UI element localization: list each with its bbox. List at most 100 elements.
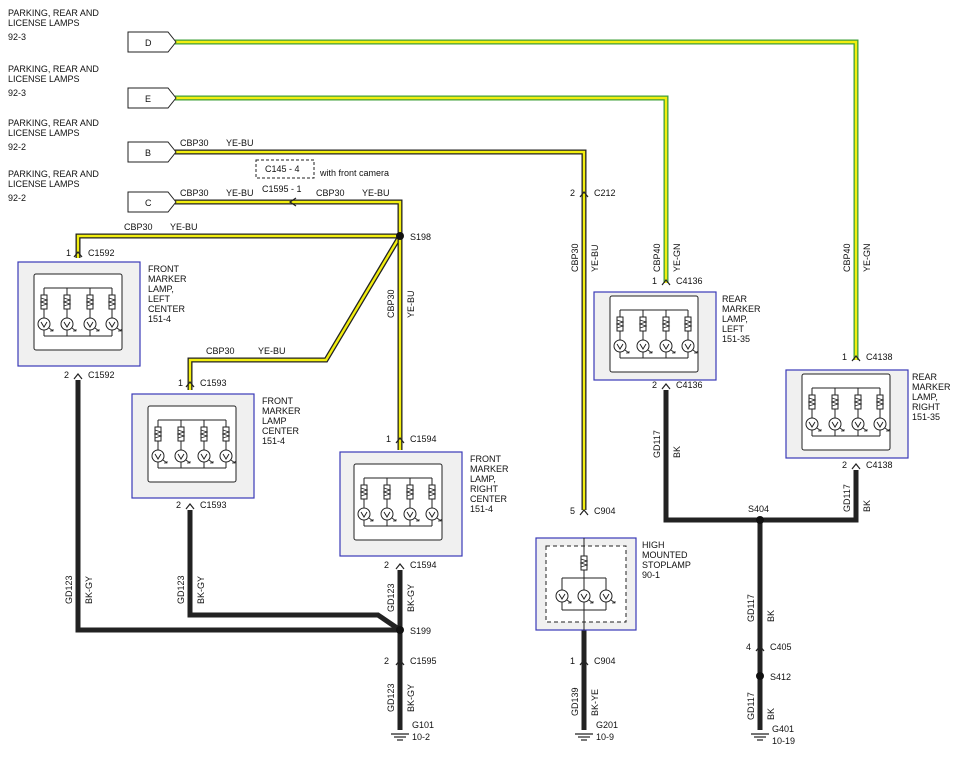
c1594-top-label: C1594 [410,434,437,444]
wire-d-to-rear-right [175,39,859,360]
splice-s404-dot [756,516,764,524]
ref-tag-c[interactable]: C [127,191,177,213]
splice-s412-label: S412 [770,672,791,682]
ref-b-page: 92-2 [8,142,27,152]
ground-g201-page: 10-9 [596,732,614,742]
circuit-gfl-color: BK-GY [84,576,94,604]
ground-g101-icon [390,733,410,741]
hmsl-box[interactable] [535,537,637,631]
ref-c-title: PARKING, REAR AND LICENSE LAMPS [8,169,99,189]
ground-g401-id: G401 [772,724,794,734]
wire-e-to-rear-left [175,95,669,283]
circuit-g101-color: BK-GY [406,684,416,712]
c1593-top-label: C1593 [200,378,227,388]
ref-tag-b-label: B [145,148,151,158]
circuit-c2-color: YE-BU [362,188,390,198]
circuit-gs404-color: BK [766,610,776,622]
c1593-bot-pin: 2 [176,500,181,510]
circuit-g401-id: GD117 [746,692,756,720]
c904-top-pin: 5 [570,506,575,516]
c1594-bot-label: C1594 [410,560,437,570]
c4138-bot-icon [851,463,861,470]
circuit-fr-color: YE-BU [406,290,416,318]
circuit-rr-id: CBP40 [842,243,852,272]
ref-tag-d[interactable]: D [127,31,177,53]
c4136-bot-pin: 2 [652,380,657,390]
c145-label: C145 - 4 [265,164,300,174]
circuit-gfl-id: GD123 [64,575,74,604]
circuit-fl-color: YE-BU [170,222,198,232]
circuit-gfc-color: BK-GY [196,576,206,604]
rear-marker-left-box[interactable] [593,291,717,381]
circuit-grl-id: GD117 [652,430,662,458]
c1592-top-pin: 1 [66,248,71,258]
c1593-top-pin: 1 [178,378,183,388]
front-marker-right-label: FRONT MARKER LAMP, RIGHT CENTER 151-4 [470,454,509,514]
splice-s198-label: S198 [410,232,431,242]
c1592-bot-icon [73,373,83,380]
circuit-g201-color: BK-YE [590,689,600,716]
c145-optional-box [255,159,315,179]
ref-tag-e-label: E [145,94,151,104]
c4138-top-label: C4138 [866,352,893,362]
circuit-b-id: CBP30 [180,138,209,148]
circuit-rr-color: YE-GN [862,243,872,272]
circuit-g401-color: BK [766,708,776,720]
front-marker-left-box[interactable] [17,261,141,367]
splice-s412-dot [756,672,764,680]
circuit-c-color: YE-BU [226,188,254,198]
circuit-gfr-id: GD123 [386,583,396,612]
c904-bot-pin: 1 [570,656,575,666]
circuit-gs404-id: GD117 [746,594,756,622]
splice-s199-dot [396,626,404,634]
front-marker-center-box[interactable] [131,393,255,499]
c4136-bot-label: C4136 [676,380,703,390]
ref-b-title: PARKING, REAR AND LICENSE LAMPS [8,118,99,138]
ref-tag-e[interactable]: E [127,87,177,109]
wire-front-left-ground [75,380,403,730]
wire-b-to-hmsl [175,149,587,510]
wire-s198-to-front-left [75,233,400,258]
rear-marker-right-box[interactable] [785,369,909,459]
circuit-fr-id: CBP30 [386,289,396,318]
c1594-bot-pin: 2 [384,560,389,570]
c405-pin: 4 [746,642,751,652]
ref-tag-c-label: C [145,198,152,208]
hmsl-label: HIGH MOUNTED STOPLAMP 90-1 [642,540,691,580]
ref-c-page: 92-2 [8,193,27,203]
ground-g101-id: G101 [412,720,434,730]
ref-d-title: PARKING, REAR AND LICENSE LAMPS [8,8,99,28]
ground-g201-icon [574,733,594,741]
c1593-bot-icon [185,503,195,510]
c212-pin: 2 [570,188,575,198]
c405-label: C405 [770,642,792,652]
rear-marker-right-label: REAR MARKER LAMP, RIGHT 151-35 [912,372,951,422]
c904-top-icon [579,509,589,516]
circuit-b-color: YE-BU [226,138,254,148]
front-marker-right-box[interactable] [339,451,463,557]
c4138-bot-label: C4138 [866,460,893,470]
front-marker-center-label: FRONT MARKER LAMP CENTER 151-4 [262,396,301,446]
c1595-1-label: C1595 - 1 [262,184,302,194]
circuit-grr-color: BK [862,500,872,512]
circuit-hmsl-id: CBP30 [570,243,580,272]
circuit-grr-id: GD117 [842,484,852,512]
c1595-label: C1595 [410,656,437,666]
ref-tag-d-label: D [145,38,152,48]
c1593-bot-label: C1593 [200,500,227,510]
c1592-bot-pin: 2 [64,370,69,380]
c1595-pin: 2 [384,656,389,666]
splice-s199-label: S199 [410,626,431,636]
c1592-top-label: C1592 [88,248,115,258]
ground-g101-page: 10-2 [412,732,430,742]
circuit-fc-color: YE-BU [258,346,286,356]
ref-tag-b[interactable]: B [127,141,177,163]
ground-g201-id: G201 [596,720,618,730]
circuit-gfc-id: GD123 [176,575,186,604]
splice-s404-label: S404 [748,504,769,514]
c1592-bot-label: C1592 [88,370,115,380]
c904-bot-label: C904 [594,656,616,666]
c1594-bot-icon [395,563,405,570]
splice-s198-dot [396,232,404,240]
